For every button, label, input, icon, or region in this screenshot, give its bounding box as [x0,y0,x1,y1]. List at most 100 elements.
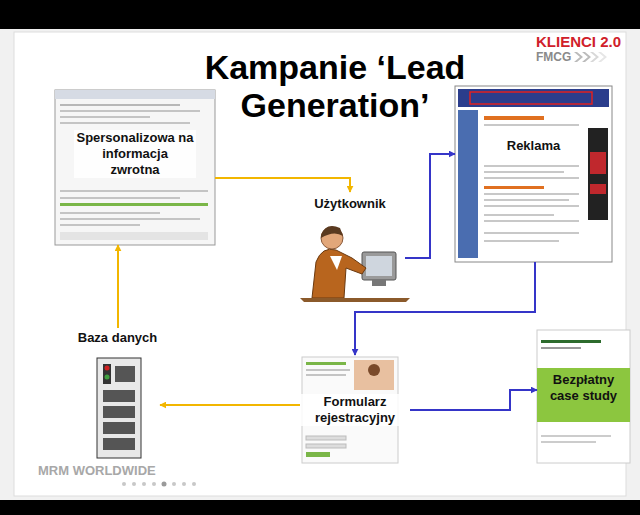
watermark: MRM WORLDWIDE [38,463,156,478]
node-label: Formularz rejestracyjny [300,394,410,426]
database-server [97,358,141,458]
ad-screenshot-part [590,184,606,194]
ad-screenshot-part [470,92,592,104]
ad-screenshot-part [455,86,612,262]
ad-screenshot-part [484,240,559,242]
node-label: Baza danych [76,330,159,346]
form-screenshot-part [306,369,350,371]
logo-chevrons-part [582,52,591,62]
feedback-screenshot-part [55,90,215,245]
ad-screenshot-part [484,199,569,201]
page-dots-part [182,482,186,486]
user-figure-part [372,280,386,286]
user-figure [300,226,410,302]
screenshot-box: Reklama [455,86,612,262]
connector-arrow [215,178,350,192]
feedback-screenshot-part [60,218,200,220]
slide-title: Kampanie ‘Lead Generation’ [185,48,485,124]
database-server-part [103,422,135,434]
slide-frame-part [14,32,626,496]
logo-text: KLIENCI 2.0 [536,33,621,50]
page-dots-part [152,482,156,486]
connector-arrow [405,154,455,258]
connector-arrow [355,262,535,355]
case-study-cover [537,330,630,463]
user-figure-part [321,227,343,249]
ad-screenshot-part [484,232,579,234]
form-screenshot-part [306,362,346,365]
form-screenshot-part [306,436,346,440]
case-study-cover-part [541,435,611,437]
database-server-part [105,375,110,380]
ad-screenshot-part [484,165,579,167]
node-label: Bezpłatny case study [538,372,630,404]
screenshot-box: Spersonalizowa na informacja zwrotna [55,90,215,245]
feedback-screenshot-part [60,116,150,118]
connector-arrow [410,390,537,410]
node-label: Reklama [505,138,562,154]
page-dots-part [172,482,176,486]
database-node: Baza danych [75,328,160,462]
feedback-screenshot-part [60,232,208,240]
database-server-part [103,406,135,418]
feedback-screenshot-part [60,122,190,124]
slide-frame-part [0,500,640,515]
feedback-screenshot [55,90,215,245]
slide-frame-part [0,0,640,29]
form-screenshot-part [368,364,380,376]
case-study-cover-part [537,330,630,463]
feedback-screenshot-part [60,190,208,192]
page-dots-part [162,482,167,487]
feedback-screenshot-part [55,90,215,99]
ad-screenshot-part [484,186,544,189]
database-server-part [105,366,110,371]
user-figure-part [321,226,343,238]
database-server-part [115,366,135,382]
user-figure-part [312,249,366,298]
case-study-cover-part [541,347,581,349]
page-dots-part [192,482,196,486]
logo-chevrons-part [590,52,599,62]
page-dots-part [142,482,146,486]
case-study-cover-part [541,441,596,443]
ad-screenshot [455,86,612,262]
page-dots [122,482,196,487]
database-server-part [103,438,135,450]
ad-screenshot-part [484,214,554,216]
feedback-screenshot-part [60,197,180,199]
page-dots-part [122,482,126,486]
ad-screenshot-part [484,171,564,173]
database-server-part [103,364,111,384]
feedback-screenshot-part [60,212,160,214]
user-figure-part [300,298,410,302]
case-study-cover-part [537,368,630,422]
feedback-screenshot-part [60,110,200,112]
feedback-screenshot-part [60,203,208,206]
ad-screenshot-part [484,116,544,120]
user-figure-part [366,256,392,276]
case-study-cover-part [541,340,601,343]
feedback-screenshot-part [60,104,180,106]
form-screenshot-part [306,374,346,376]
user-figure-part [362,252,396,280]
ad-screenshot-part [458,110,478,258]
connector-arrow [160,404,300,406]
user-node: Użytkownik [295,192,405,300]
ad-screenshot-part [484,177,579,179]
ad-screenshot-part [484,124,579,126]
logo-chevrons [574,52,607,62]
ad-screenshot-part [590,152,606,174]
node-label: Spersonalizowa na informacja zwrotna [74,130,196,178]
screenshot-box: Formularz rejestracyjny [300,355,410,465]
logo-subtext: FMCG [536,50,571,64]
feedback-screenshot-part [60,224,140,226]
ad-screenshot-part [484,220,579,222]
logo-chevrons-part [598,52,607,62]
ad-screenshot-part [458,89,609,107]
form-screenshot-part [306,452,330,457]
form-screenshot-part [354,360,394,390]
node-label: Użytkownik [312,196,388,212]
screenshot-box: Bezpłatny case study [537,328,630,465]
